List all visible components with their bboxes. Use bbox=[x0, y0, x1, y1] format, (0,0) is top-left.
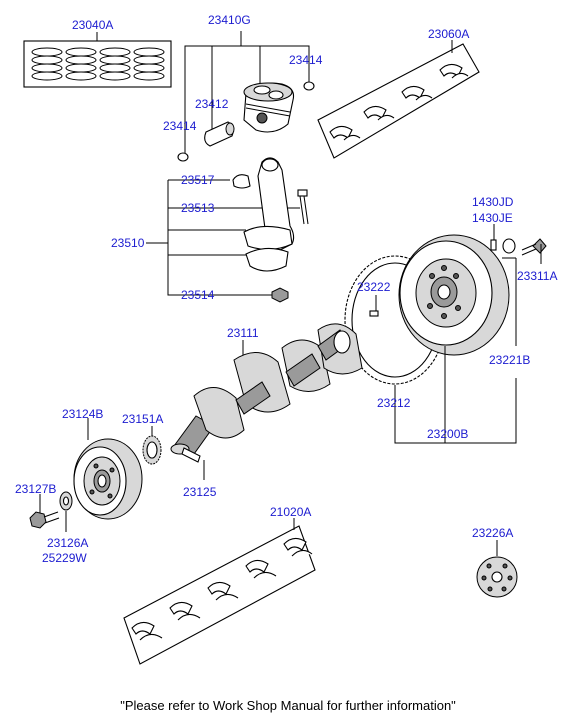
crank-sprocket-illustration bbox=[142, 426, 162, 465]
label-23517: 23517 bbox=[181, 173, 215, 187]
label-25229W: 25229W bbox=[42, 551, 87, 565]
label-23221B: 23221B bbox=[489, 353, 530, 367]
piston-ring-set-illustration bbox=[23, 32, 172, 88]
label-23414-top: 23414 bbox=[289, 53, 323, 67]
label-23513: 23513 bbox=[181, 201, 215, 215]
label-23060A: 23060A bbox=[428, 27, 469, 41]
footer-note: "Please refer to Work Shop Manual for fu… bbox=[120, 698, 456, 713]
label-23510: 23510 bbox=[111, 236, 145, 250]
label-23412: 23412 bbox=[195, 97, 229, 111]
label-23311A: 23311A bbox=[517, 269, 557, 283]
flywheel-illustration bbox=[344, 224, 547, 444]
piston-assembly-illustration bbox=[177, 31, 315, 162]
damper-pulley-illustration bbox=[73, 418, 143, 520]
label-23222: 23222 bbox=[357, 280, 391, 294]
pulley-bolt-and-washer-illustration bbox=[29, 491, 73, 532]
label-23514: 23514 bbox=[181, 288, 215, 302]
label-23200B: 23200B bbox=[427, 427, 468, 441]
label-23124B: 23124B bbox=[62, 407, 103, 421]
label-23212: 23212 bbox=[377, 396, 411, 410]
label-23151A: 23151A bbox=[122, 412, 163, 426]
crankshaft-illustration bbox=[170, 323, 363, 455]
crank-key-illustration bbox=[181, 447, 205, 480]
flywheel-plate-illustration bbox=[476, 540, 518, 598]
label-23125: 23125 bbox=[183, 485, 217, 499]
label-23410G: 23410G bbox=[208, 13, 251, 27]
main-bearing-set-illustration bbox=[123, 518, 316, 665]
conrod-bearing-set-illustration bbox=[317, 40, 480, 159]
label-23111: 23111 bbox=[227, 326, 259, 340]
label-1430JE: 1430JE bbox=[472, 211, 513, 225]
label-1430JD: 1430JD bbox=[472, 195, 514, 209]
label-23226A: 23226A bbox=[472, 526, 513, 540]
label-21020A: 21020A bbox=[270, 505, 311, 519]
connecting-rod-illustration bbox=[146, 157, 309, 303]
label-23040A: 23040A bbox=[72, 18, 113, 32]
label-23127B: 23127B bbox=[15, 482, 56, 496]
label-23414-left: 23414 bbox=[163, 119, 197, 133]
label-23126A: 23126A bbox=[47, 536, 88, 550]
